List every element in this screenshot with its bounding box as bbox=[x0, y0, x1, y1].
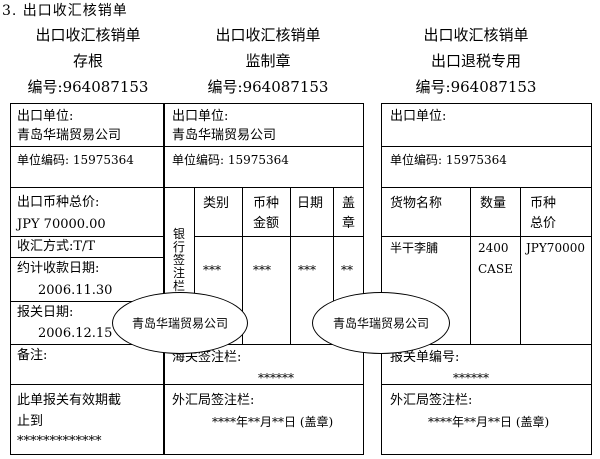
stub-currency-total: JPY 70000.00 bbox=[17, 217, 106, 232]
stub-header-subtitle: 存根 bbox=[72, 52, 103, 70]
stub-validity-line1: 此单报关有效期截 bbox=[17, 393, 122, 408]
control-val-date: *** bbox=[298, 263, 316, 277]
company-seal-right: 青岛华瑞贸易公司 bbox=[312, 292, 450, 354]
refund-form bbox=[381, 103, 592, 455]
refund-header-title: 出口收汇核销单 bbox=[423, 26, 529, 44]
stub-validity-value: ************* bbox=[17, 434, 102, 449]
stub-expected-date: 2006.11.30 bbox=[38, 283, 113, 298]
refund-col-quantity: 数量 bbox=[480, 196, 507, 211]
stub-currency-total-label: 出口币种总价: bbox=[17, 195, 100, 210]
control-customs-value: ****** bbox=[258, 371, 294, 385]
control-header-serial: 编号:964087153 bbox=[207, 78, 329, 96]
refund-forex-label: 外汇局签注栏: bbox=[390, 393, 473, 408]
refund-col-currency-line1: 币种 bbox=[530, 196, 557, 211]
refund-declaration-label: 报关单编号: bbox=[390, 350, 460, 365]
control-form bbox=[164, 103, 364, 455]
refund-exporter-label: 出口单位: bbox=[390, 109, 447, 124]
stub-remarks-label: 备注: bbox=[17, 348, 48, 363]
refund-header-subtitle: 出口退税专用 bbox=[430, 52, 521, 70]
control-forex-value: ****年**月**日 (盖章) bbox=[212, 415, 334, 429]
refund-quantity-line2: CASE bbox=[478, 262, 513, 276]
stub-exporter-label: 出口单位: bbox=[17, 109, 74, 124]
refund-amount: JPY70000 bbox=[526, 241, 585, 255]
control-val-type: *** bbox=[203, 263, 221, 277]
stub-customs-date: 2006.12.15 bbox=[38, 326, 113, 341]
company-seal-left-text: 青岛华瑞贸易公司 bbox=[131, 316, 228, 331]
refund-declaration-value: ****** bbox=[453, 371, 489, 385]
control-bank-column: 银行签注栏 bbox=[172, 227, 185, 293]
refund-unit-code: 单位编码: 15975364 bbox=[390, 153, 507, 167]
control-header-subtitle: 监制章 bbox=[245, 52, 291, 70]
refund-header-serial: 编号:964087153 bbox=[415, 78, 537, 96]
control-exporter-label: 出口单位: bbox=[172, 109, 229, 124]
control-col-currency-line2: 金额 bbox=[253, 216, 280, 231]
stub-validity-line2: 止到 bbox=[17, 414, 44, 429]
refund-goods: 半干李脯 bbox=[390, 241, 439, 255]
control-header-title: 出口收汇核销单 bbox=[215, 26, 321, 44]
stub-customs-date-label: 报关日期: bbox=[17, 305, 74, 320]
stub-expected-date-label: 约计收款日期: bbox=[17, 261, 100, 276]
control-col-seal-line2: 章 bbox=[342, 216, 356, 231]
control-col-date: 日期 bbox=[297, 196, 324, 211]
refund-col-currency-line2: 总价 bbox=[530, 216, 557, 231]
control-exporter: 青岛华瑞贸易公司 bbox=[172, 128, 277, 143]
control-customs-label: 海关签注栏: bbox=[172, 350, 242, 365]
control-forex-label: 外汇局签注栏: bbox=[172, 393, 255, 408]
control-col-seal-line1: 盖 bbox=[342, 196, 356, 211]
control-val-currency: *** bbox=[253, 263, 271, 277]
stub-payment-method: 收汇方式:T/T bbox=[17, 239, 96, 254]
company-seal-right-text: 青岛华瑞贸易公司 bbox=[332, 316, 429, 331]
stub-header-serial: 编号:964087153 bbox=[27, 78, 149, 96]
refund-forex-value: ****年**月**日 (盖章) bbox=[428, 415, 550, 429]
control-unit-code: 单位编码: 15975364 bbox=[172, 153, 289, 167]
control-col-type: 类别 bbox=[203, 196, 230, 211]
refund-quantity-line1: 2400 bbox=[478, 241, 509, 255]
refund-col-goods: 货物名称 bbox=[390, 196, 443, 211]
control-val-seal: ** bbox=[341, 263, 353, 277]
control-col-currency-line1: 币种 bbox=[253, 196, 280, 211]
stub-header-title: 出口收汇核销单 bbox=[35, 26, 141, 44]
document-title: 3. 出口收汇核销单 bbox=[2, 3, 128, 19]
stub-form bbox=[10, 103, 164, 455]
stub-unit-code: 单位编码: 15975364 bbox=[17, 153, 134, 167]
stub-exporter: 青岛华瑞贸易公司 bbox=[17, 128, 122, 143]
company-seal-left: 青岛华瑞贸易公司 bbox=[112, 292, 248, 354]
